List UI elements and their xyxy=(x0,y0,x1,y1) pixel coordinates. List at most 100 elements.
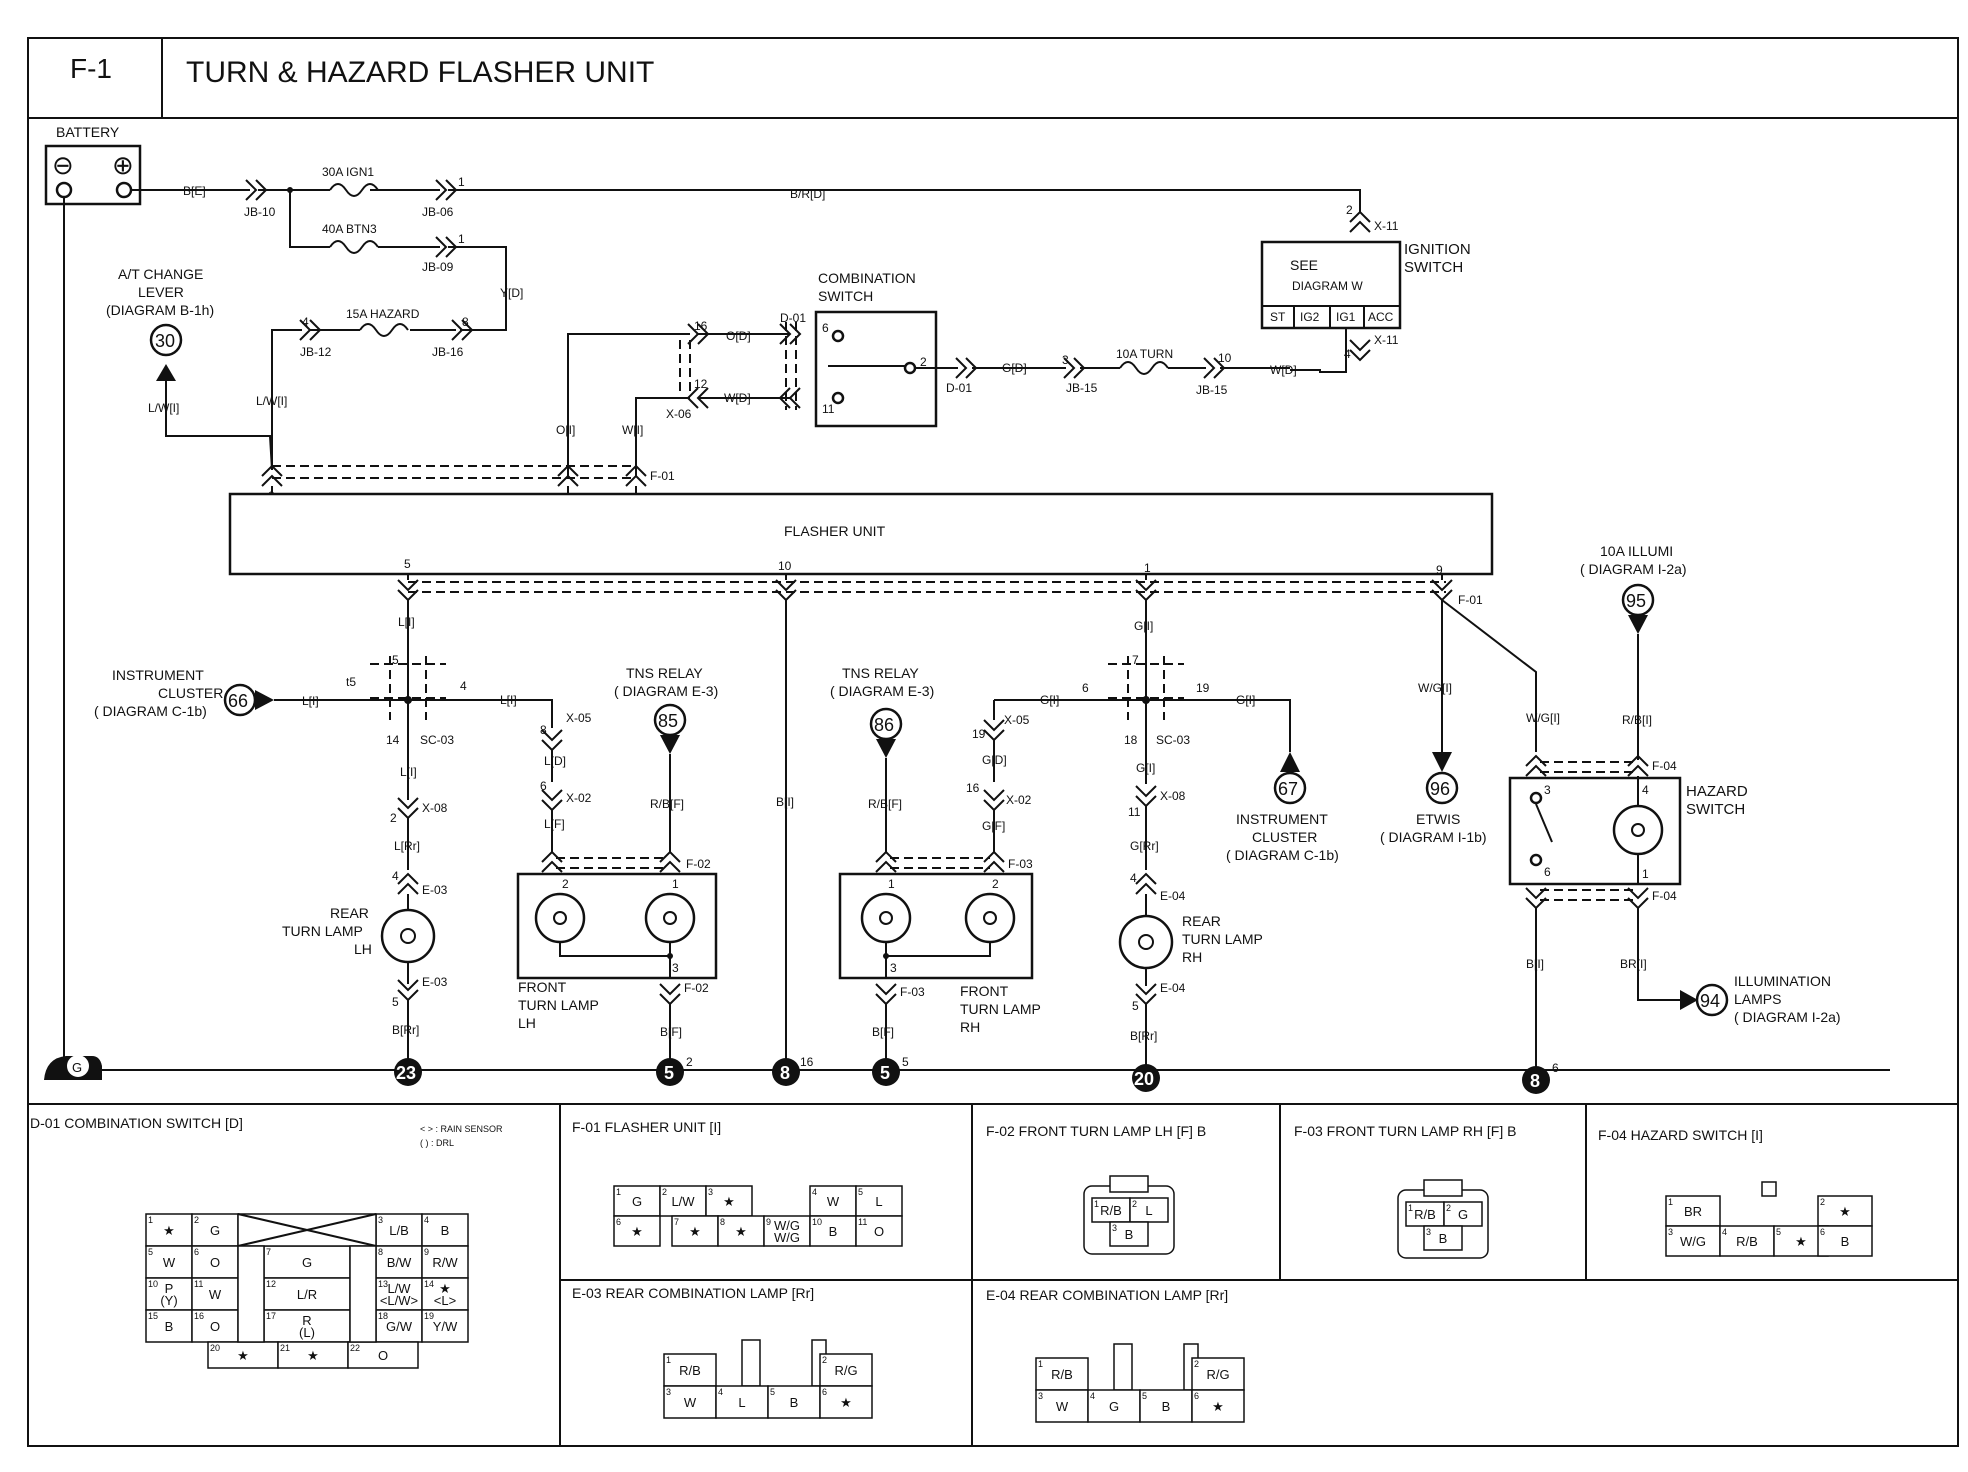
connector-cell: 11O xyxy=(855,1215,903,1247)
pin-number: 2 xyxy=(1194,1359,1199,1369)
battery-minus-icon: ⊖ xyxy=(52,150,74,180)
svg-text:Y[D]: Y[D] xyxy=(500,286,523,300)
svg-text:67: 67 xyxy=(1278,779,1298,799)
pin-wire-color: L xyxy=(875,1194,882,1209)
svg-text:SWITCH: SWITCH xyxy=(1404,259,1463,276)
connector-cell: 1R/B xyxy=(663,1353,717,1387)
svg-text:X-08: X-08 xyxy=(422,801,448,815)
diagram-title: TURN & HAZARD FLASHER UNIT xyxy=(186,56,654,89)
svg-text:G[F]: G[F] xyxy=(982,819,1005,833)
pin-number: 1 xyxy=(1408,1203,1413,1213)
svg-text:FRONT: FRONT xyxy=(960,983,1009,999)
svg-text:G[D]: G[D] xyxy=(1002,361,1027,375)
connector-cell: 5B xyxy=(1139,1389,1193,1423)
svg-text:18: 18 xyxy=(1124,733,1138,747)
svg-text:5: 5 xyxy=(392,653,399,667)
svg-text:BR[I]: BR[I] xyxy=(1620,957,1647,971)
svg-text:SEE: SEE xyxy=(1290,257,1318,273)
pin-number: 3 xyxy=(1038,1391,1043,1401)
svg-text:1: 1 xyxy=(888,877,895,891)
svg-text:W[D]: W[D] xyxy=(724,391,751,405)
pin-number: 19 xyxy=(424,1311,434,1321)
svg-text:F-01: F-01 xyxy=(650,469,675,483)
svg-text:E-03: E-03 xyxy=(422,975,448,989)
svg-text:TURN LAMP: TURN LAMP xyxy=(960,1001,1041,1017)
connector-cell: 9R/W xyxy=(421,1245,469,1279)
svg-text:5: 5 xyxy=(1132,999,1139,1013)
svg-text:95: 95 xyxy=(1626,591,1646,611)
connector-e04: E-04 REAR COMBINATION LAMP [Rr] 1R/B2R/G… xyxy=(986,1287,1245,1423)
svg-text:ETWIS: ETWIS xyxy=(1416,811,1460,827)
svg-text:BATTERY: BATTERY xyxy=(56,124,120,140)
pin-wire-color: W/G xyxy=(1680,1234,1706,1249)
svg-text:L/W[I]: L/W[I] xyxy=(256,394,287,408)
pin-number: 3 xyxy=(378,1215,383,1225)
svg-text:R/B[F]: R/B[F] xyxy=(650,797,684,811)
svg-text:LEVER: LEVER xyxy=(138,284,184,300)
svg-text:TURN LAMP: TURN LAMP xyxy=(518,997,599,1013)
svg-text:R/B[F]: R/B[F] xyxy=(868,797,902,811)
hazard-switch: 3 6 4 1 HAZARD SWITCH xyxy=(1508,776,1748,886)
svg-text:L[I]: L[I] xyxy=(400,765,417,779)
svg-text:L/W[I]: L/W[I] xyxy=(148,401,179,415)
svg-text:2: 2 xyxy=(1346,203,1353,217)
svg-text:JB-15: JB-15 xyxy=(1066,381,1098,395)
svg-text:F-02 FRONT TURN LAMP LH [F] B: F-02 FRONT TURN LAMP LH [F] B xyxy=(986,1123,1206,1139)
svg-text:1: 1 xyxy=(672,877,679,891)
svg-text:X-05: X-05 xyxy=(566,711,592,725)
instrument-cluster-ref-66: INSTRUMENT CLUSTER ( DIAGRAM C-1b) 66 xyxy=(94,667,274,719)
svg-text:8: 8 xyxy=(1530,1071,1540,1091)
svg-text:HAZARD: HAZARD xyxy=(1686,783,1748,800)
svg-text:X-11: X-11 xyxy=(1374,333,1399,347)
battery-plus-icon: ⊕ xyxy=(112,150,134,180)
pin-wire-color: R/B xyxy=(1100,1203,1122,1218)
pin-number: 17 xyxy=(266,1311,276,1321)
pin-wire-color: ★ xyxy=(237,1348,249,1363)
svg-text:L[I]: L[I] xyxy=(500,693,517,707)
pin-number: 10 xyxy=(148,1279,158,1289)
flasher-unit: FLASHER UNIT 5 10 1 9 xyxy=(228,492,1494,577)
pin-number: 5 xyxy=(148,1247,153,1257)
pin-number: 2 xyxy=(1132,1199,1137,1209)
connector-cell: 4R/B xyxy=(1719,1225,1775,1257)
pin-number: 8 xyxy=(378,1247,383,1257)
svg-text:5: 5 xyxy=(902,1055,909,1069)
svg-text:L[F]: L[F] xyxy=(544,817,565,831)
connector-panel xyxy=(28,1103,1958,1446)
pin-wire-color: W/G xyxy=(774,1218,800,1233)
diagram-code: F-1 xyxy=(70,53,112,84)
page-frame xyxy=(27,37,1959,1447)
svg-text:F-04 HAZARD SWITCH [I]: F-04 HAZARD SWITCH [I] xyxy=(1598,1127,1763,1143)
svg-text:1: 1 xyxy=(1642,867,1649,881)
pin-number: 4 xyxy=(1090,1391,1095,1401)
pin-wire-color: O xyxy=(210,1255,220,1270)
pin-wire-color: R/B xyxy=(1736,1234,1758,1249)
pin-number: 14 xyxy=(424,1279,434,1289)
svg-text:E-04: E-04 xyxy=(1160,981,1186,995)
combination-switch: COMBINATION SWITCH D-01 6 11 2 xyxy=(780,270,938,428)
svg-text:6: 6 xyxy=(1552,1061,1559,1075)
connector-cell: 16O xyxy=(191,1309,239,1343)
pin-number: 5 xyxy=(858,1187,863,1197)
svg-text:96: 96 xyxy=(1430,779,1450,799)
pin-wire-color: ★ xyxy=(840,1395,852,1410)
pin-number: 4 xyxy=(718,1387,723,1397)
svg-text:TNS RELAY: TNS RELAY xyxy=(626,665,703,681)
svg-text:W[I]: W[I] xyxy=(622,423,643,437)
pin-number: 20 xyxy=(210,1343,220,1353)
svg-text:W[D]: W[D] xyxy=(1270,363,1297,377)
connector-cell: 14★<L> xyxy=(421,1277,469,1311)
pin-wire-color: <L> xyxy=(434,1293,456,1308)
fuse-hazard-icon xyxy=(359,323,409,337)
pin-wire-color: B xyxy=(790,1395,799,1410)
svg-text:LAMPS: LAMPS xyxy=(1734,991,1781,1007)
sc03-joint-right: 7 6 19 18 SC-03 xyxy=(1082,652,1210,747)
svg-text:G: G xyxy=(72,1060,82,1075)
